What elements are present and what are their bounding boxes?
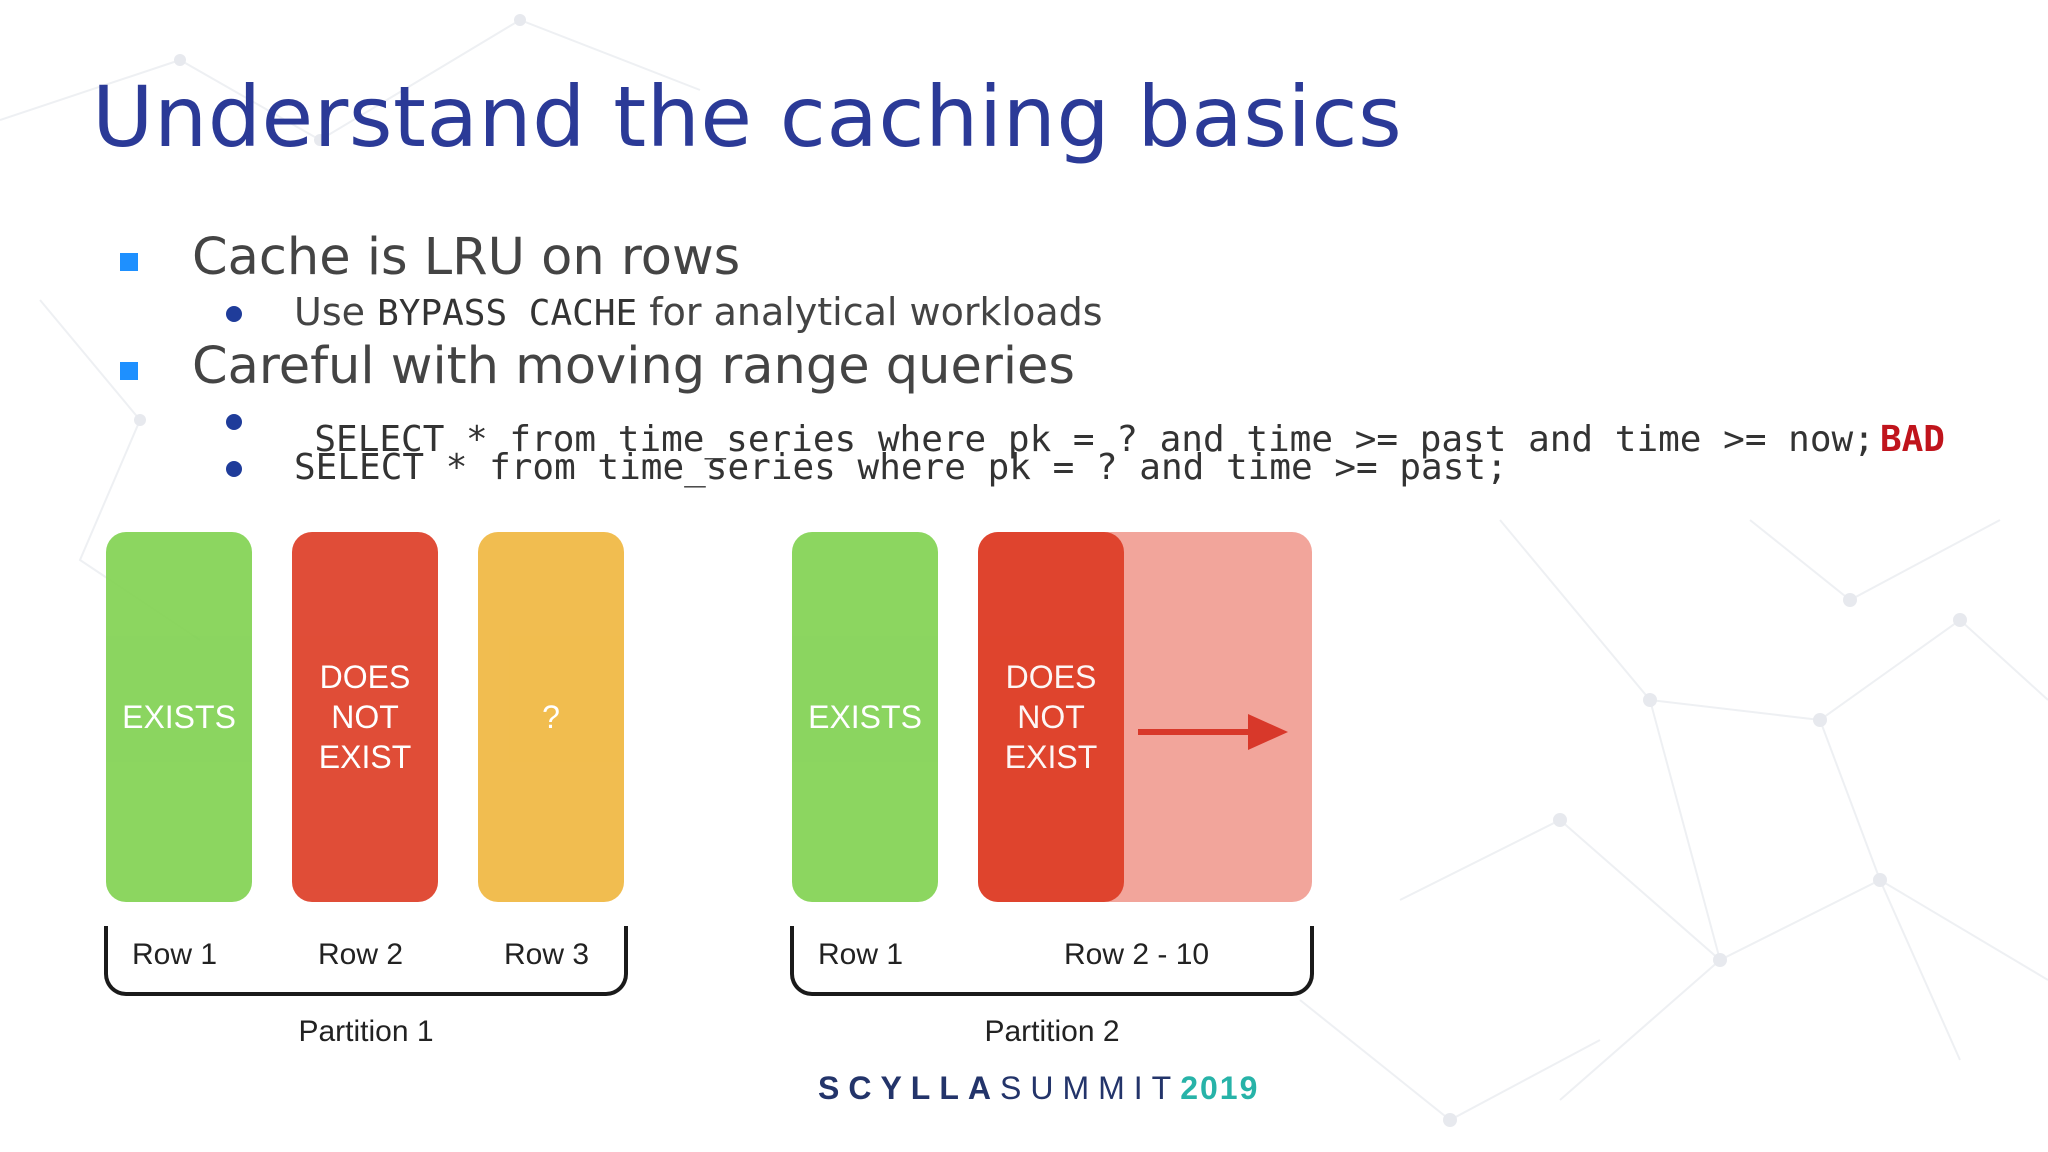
box-label: DOES NOT EXIST (1004, 659, 1098, 775)
partition-1-label: Partition 1 (298, 1015, 434, 1048)
row-label: Row 1 (132, 938, 218, 971)
partition-1-unknown-box: ? (478, 532, 624, 902)
dot-bullet-icon (226, 414, 242, 430)
bullet-text: Careful with moving range queries (192, 337, 1075, 396)
square-bullet-icon (120, 362, 138, 380)
row-label: Row 2 - 10 (1064, 938, 1210, 971)
partition-1-does-not-exist-box: DOES NOT EXIST (292, 532, 438, 902)
arrow-right-icon (1138, 714, 1288, 750)
logo-scylla: SCYLLA (818, 1070, 1000, 1106)
row-label: Row 2 (318, 938, 404, 971)
box-label: EXISTS (808, 699, 922, 735)
partition-2-bracket (790, 926, 1314, 996)
partition-1-bracket (104, 926, 628, 996)
row-label: Row 3 (504, 938, 590, 971)
logo-summit: SUMMIT (1000, 1070, 1181, 1106)
bypass-cache-code: BYPASS CACHE (377, 293, 638, 334)
bad-query-code: SELECT * from time_series where pk = ? a… (314, 419, 1875, 460)
box-label: EXISTS (122, 699, 236, 735)
square-bullet-icon (120, 253, 138, 271)
partition-2-label: Partition 2 (984, 1015, 1120, 1048)
box-label: ? (542, 699, 560, 735)
good-query-code: SELECT * from time_series where pk = ? a… (294, 447, 1508, 488)
box-label: DOES NOT EXIST (318, 659, 412, 775)
partition-1-exists-box: EXISTS (106, 532, 252, 902)
dot-bullet-icon (226, 306, 242, 322)
dot-bullet-icon (226, 461, 242, 477)
partition-2-does-not-exist-box: DOES NOT EXIST (978, 532, 1124, 902)
sub-bullet-prefix: Use (294, 290, 378, 334)
logo-year: 2019 (1180, 1070, 1260, 1106)
slide-title: Understand the caching basics (92, 68, 1403, 166)
partition-2-exists-box: EXISTS (792, 532, 938, 902)
bad-flag: BAD (1879, 419, 1945, 460)
scylla-summit-logo: SCYLLASUMMIT2019 (818, 1070, 1259, 1107)
sub-bullet-suffix: for analytical workloads (637, 290, 1103, 334)
row-label: Row 1 (818, 938, 904, 971)
bullet-text: Cache is LRU on rows (192, 228, 741, 287)
